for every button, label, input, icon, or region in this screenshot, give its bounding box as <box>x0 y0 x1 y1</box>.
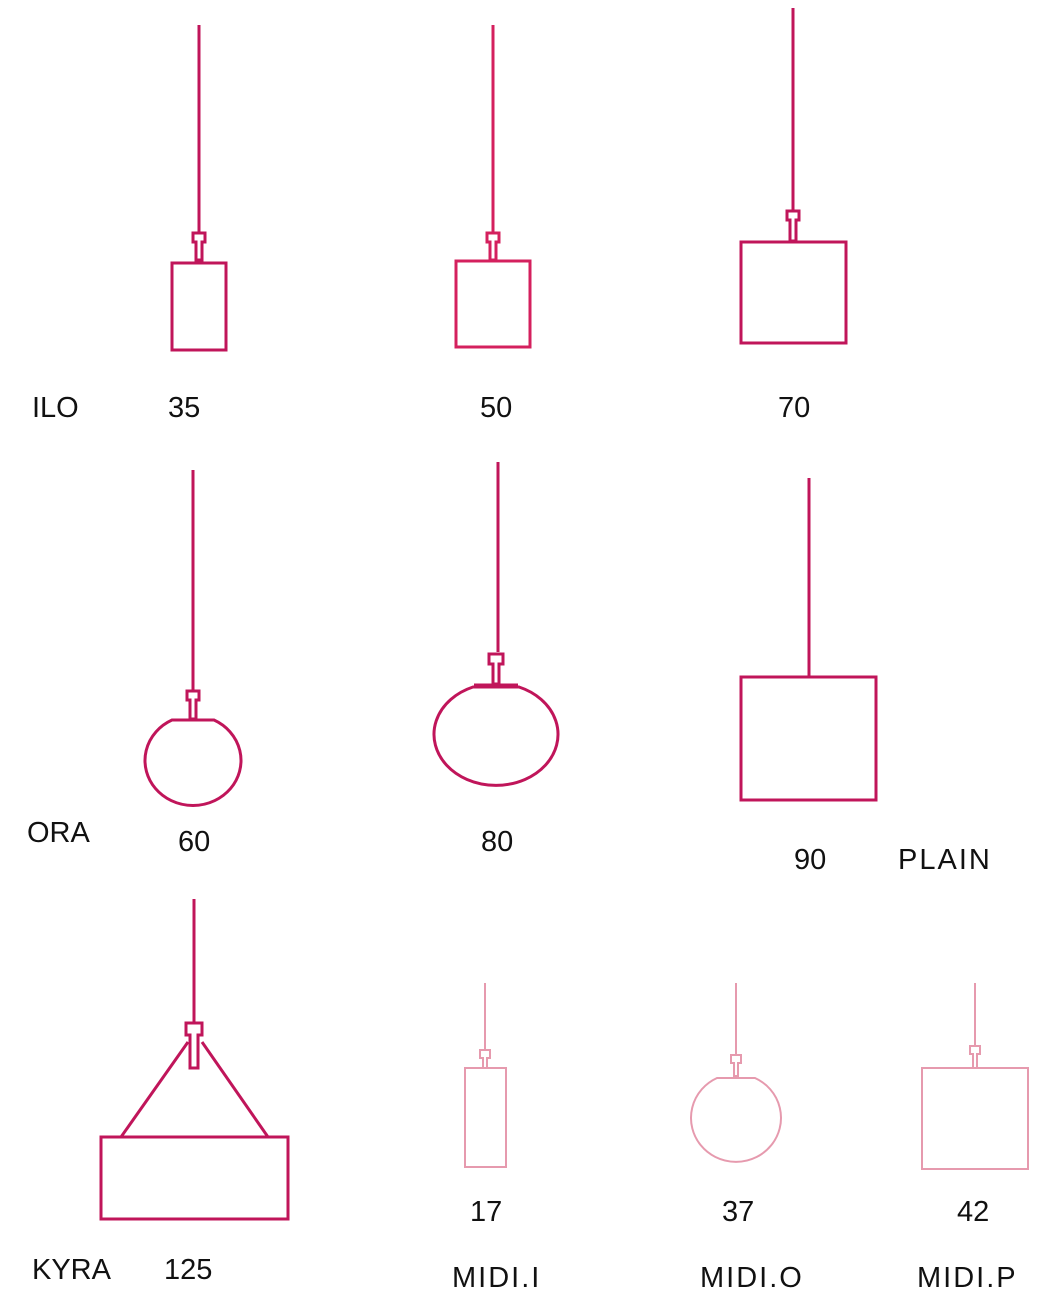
lamp-ilo-70 <box>741 8 846 343</box>
size-label-midi-o-37: 37 <box>722 1196 755 1228</box>
size-label-ora-60: 60 <box>178 826 211 858</box>
size-label-midi-i-17: 17 <box>470 1196 503 1228</box>
size-label-ilo-70: 70 <box>778 392 811 424</box>
family-label-ilo: ILO <box>32 392 79 424</box>
hanger-right <box>202 1042 268 1137</box>
lamp-ilo-50 <box>456 25 530 347</box>
family-label-kyra: KYRA <box>32 1254 111 1286</box>
lamp-midi-i-17 <box>465 983 506 1167</box>
size-label-midi-p-42: 42 <box>957 1196 990 1228</box>
lamp-ora-80 <box>434 462 558 785</box>
family-label-midi-i: MIDI.I <box>452 1262 542 1294</box>
shade <box>145 720 241 805</box>
size-label-kyra-125: 125 <box>164 1254 213 1286</box>
shade <box>922 1068 1028 1169</box>
hanger-left <box>121 1042 188 1137</box>
socket <box>731 1055 741 1076</box>
family-label-midi-p: MIDI.P <box>917 1262 1018 1294</box>
shade <box>465 1068 506 1167</box>
socket <box>187 691 199 719</box>
socket <box>787 211 799 241</box>
lamp-ilo-35 <box>172 25 226 350</box>
shade <box>741 677 876 800</box>
lamp-kyra-125 <box>101 899 288 1219</box>
size-label-ilo-35: 35 <box>168 392 201 424</box>
socket <box>489 654 503 684</box>
lamp-ora-60 <box>145 470 241 805</box>
size-label-plain-90: 90 <box>794 844 827 876</box>
lamp-midi-p-42 <box>922 983 1028 1169</box>
shade <box>172 263 226 350</box>
lamp-midi-o-37 <box>691 983 781 1162</box>
shade <box>691 1078 781 1162</box>
family-label-plain: PLAIN <box>898 844 992 876</box>
socket <box>480 1050 490 1068</box>
socket <box>193 233 205 260</box>
lamp-plain-90 <box>741 478 876 800</box>
size-label-ora-80: 80 <box>481 826 514 858</box>
shade <box>741 242 846 343</box>
size-label-ilo-50: 50 <box>480 392 513 424</box>
shade <box>101 1137 288 1219</box>
socket <box>487 233 499 260</box>
family-label-ora: ORA <box>27 817 90 849</box>
socket <box>186 1023 202 1068</box>
shade <box>434 687 558 785</box>
shade <box>456 261 530 347</box>
socket <box>970 1046 980 1068</box>
family-label-midi-o: MIDI.O <box>700 1262 804 1294</box>
